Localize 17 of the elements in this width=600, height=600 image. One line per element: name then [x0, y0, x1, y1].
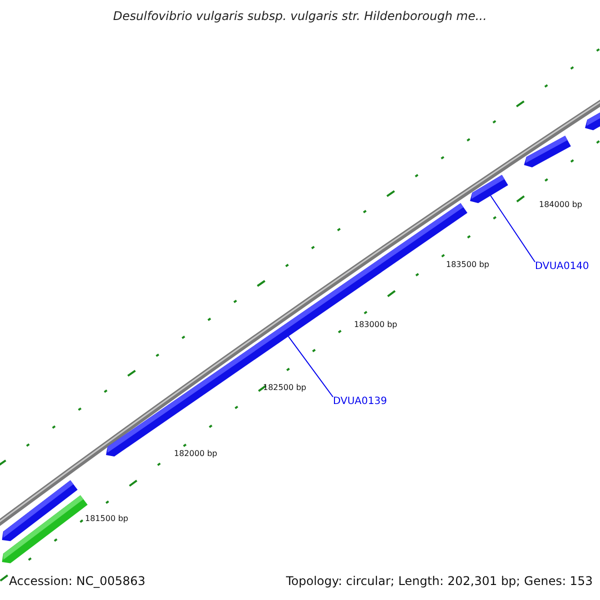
map-info: Topology: circular; Length: 202,301 bp; Genes: 153	[286, 575, 593, 588]
position-label: 182500 bp	[263, 384, 306, 393]
gene-label: DVUA0140	[535, 261, 589, 272]
gene-label: DVUA0139	[333, 396, 387, 407]
leader-line	[288, 336, 334, 398]
position-label: 184000 bp	[539, 201, 582, 210]
gene-block	[470, 174, 508, 204]
map-info: Accession: NC_005863	[9, 575, 146, 588]
position-label: 181500 bp	[85, 515, 128, 524]
position-label: 183500 bp	[446, 261, 490, 270]
position-label: 182000 bp	[174, 450, 218, 459]
position-label: 183000 bp	[354, 321, 398, 330]
map-title: Desulfovibrio vulgaris subsp. vulgaris str. Hildenborough me...	[112, 10, 488, 24]
leader-line	[490, 195, 536, 262]
gene-block	[2, 480, 78, 542]
gene-block	[524, 136, 571, 168]
gene-block	[585, 110, 600, 130]
